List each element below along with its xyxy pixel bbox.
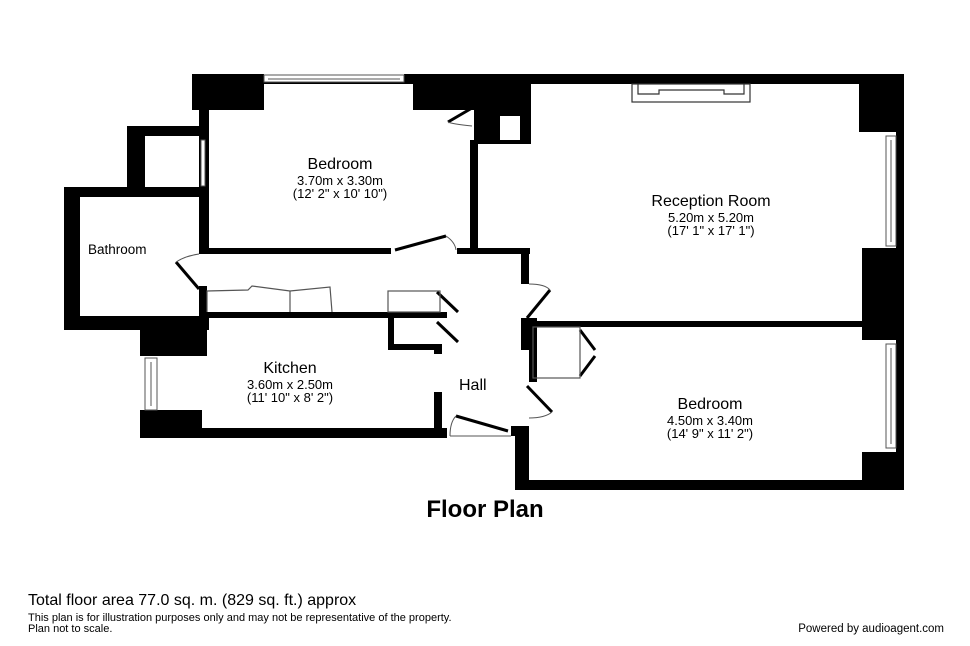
room-imperial: (14' 9" x 11' 2")	[666, 426, 754, 442]
room-bedroom-2: Bedroom 4.50m x 3.40m (14' 9" x 11' 2")	[595, 396, 825, 442]
room-kitchen: Kitchen 3.60m x 2.50m (11' 10" x 8' 2")	[190, 360, 390, 406]
room-imperial: (17' 1" x 17' 1")	[667, 223, 755, 239]
room-name: Kitchen	[263, 360, 317, 377]
room-name: Hall	[459, 377, 487, 394]
room-metric: 5.20m x 5.20m	[668, 209, 754, 225]
room-hall: Hall	[459, 377, 487, 395]
fireplace	[631, 83, 751, 103]
windows	[144, 74, 897, 449]
room-bathroom: Bathroom	[88, 242, 147, 257]
room-imperial: (12' 2" x 10' 10")	[292, 186, 388, 202]
door-arcs	[175, 121, 553, 437]
room-reception: Reception Room 5.20m x 5.20m (17' 1" x 1…	[596, 193, 826, 239]
plan-title: Floor Plan	[426, 496, 544, 523]
room-name: Reception Room	[651, 193, 771, 210]
doors	[174, 106, 597, 433]
room-metric: 4.50m x 3.40m	[667, 412, 753, 428]
powered-by: Powered by audioagent.com	[798, 623, 944, 635]
room-imperial: (11' 10" x 8' 2")	[246, 390, 334, 406]
floor-plan-drawing	[64, 74, 904, 490]
room-name: Bathroom	[88, 242, 147, 257]
room-metric: 3.70m x 3.30m	[297, 172, 383, 188]
room-name: Bedroom	[677, 396, 743, 413]
storage-cupboards	[206, 285, 581, 379]
room-bedroom-1: Bedroom 3.70m x 3.30m (12' 2" x 10' 10")	[225, 156, 455, 202]
walls	[64, 74, 904, 490]
disclaimer-line-1: This plan is for illustration purposes o…	[28, 612, 452, 624]
room-name: Bedroom	[307, 156, 373, 173]
total-floor-area: Total floor area 77.0 sq. m. (829 sq. ft…	[28, 592, 357, 609]
room-metric: 3.60m x 2.50m	[247, 376, 333, 392]
disclaimer-line-2: Plan not to scale.	[28, 623, 113, 635]
